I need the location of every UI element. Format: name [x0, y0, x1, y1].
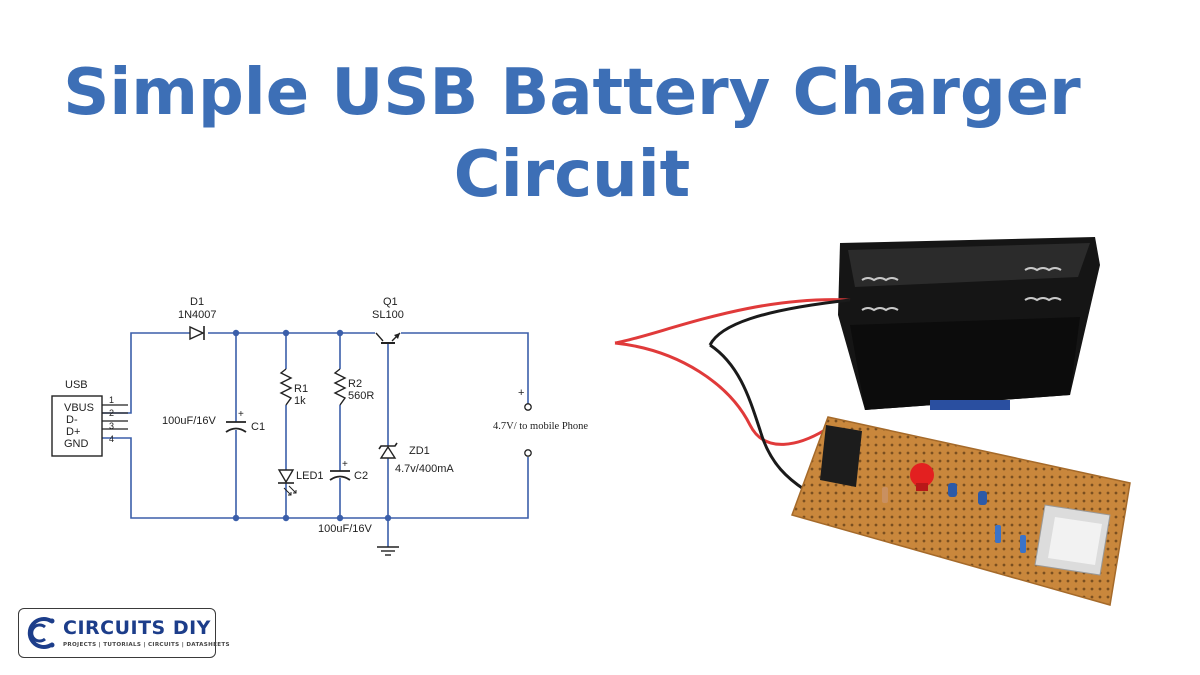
- hardware-photo: [614, 237, 1131, 606]
- red-led: [910, 463, 934, 487]
- capacitor-c1: + C1 100uF/16V: [162, 409, 265, 433]
- junction-dot: [232, 514, 240, 522]
- r2-value: 560R: [348, 390, 374, 402]
- output-terminals: + 4.7V/ to mobile Phone: [493, 387, 588, 457]
- output-terminal-positive: [524, 403, 532, 411]
- ground-symbol: [377, 546, 399, 556]
- junction-dot: [336, 329, 344, 337]
- led1-ref: LED1: [296, 470, 324, 482]
- usb-pin-number-3: 3: [109, 421, 114, 431]
- wire-gnd-rail: [102, 437, 529, 519]
- c1-value: 100uF/16V: [162, 415, 216, 427]
- junction-dot: [384, 514, 392, 522]
- led-led1: LED1: [277, 469, 324, 496]
- usb-pin-dplus: D+: [66, 426, 80, 438]
- transistor-heatsink: [820, 425, 862, 487]
- title-line-2: Circuit: [453, 138, 691, 212]
- diode-d1: D1 1N4007: [178, 296, 217, 341]
- q1-ref: Q1: [383, 296, 398, 308]
- red-wire: [614, 298, 851, 345]
- page-title: Simple USB Battery Charger Circuit: [0, 52, 1144, 216]
- circuit-schematic: USB VBUS D- D+ GND 1 2 3 4 D1 1N4007 + C…: [51, 296, 588, 556]
- circuits-diy-logo: CIRCUITS DIY PROJECTS | TUTORIALS | CIRC…: [18, 608, 229, 658]
- d1-ref: D1: [190, 296, 204, 308]
- usb-connector: USB VBUS D- D+ GND 1 2 3 4: [51, 379, 128, 457]
- zd1-ref: ZD1: [409, 445, 430, 457]
- wires: [102, 332, 529, 547]
- battery-holder: [838, 237, 1100, 410]
- junctions: [232, 329, 392, 522]
- resistor-r2: R2 560R: [333, 368, 374, 406]
- junction-dot: [282, 329, 290, 337]
- board-components: [820, 425, 1111, 576]
- zener-zd1: ZD1 4.7v/400mA: [378, 442, 454, 475]
- usb-pin-number-2: 2: [109, 408, 114, 418]
- c2-ref: C2: [354, 470, 368, 482]
- usb-pin-gnd: GND: [64, 438, 89, 450]
- usb-label: USB: [65, 379, 88, 391]
- junction-dot: [336, 514, 344, 522]
- logo-mark-icon: [27, 617, 55, 649]
- wire-output-positive: [401, 332, 529, 404]
- usb-pin-number-4: 4: [109, 434, 114, 444]
- junction-dot: [232, 329, 240, 337]
- c1-ref: C1: [251, 421, 265, 433]
- capacitor-c2: + C2 100uF/16V: [318, 459, 372, 535]
- usb-body: [51, 395, 103, 457]
- title-line-1: Simple USB Battery Charger: [63, 56, 1081, 130]
- transistor-q1: Q1 SL100: [372, 296, 404, 344]
- r1-ref: R1: [294, 383, 308, 395]
- resistor-r1: R1 1k: [279, 368, 308, 407]
- output-label: 4.7V/ to mobile Phone: [493, 421, 588, 432]
- c2-value: 100uF/16V: [318, 523, 372, 535]
- zd1-value: 4.7v/400mA: [395, 463, 454, 475]
- wire-vbus: [102, 332, 190, 414]
- usb-pin-number-1: 1: [109, 395, 114, 405]
- output-plus-sign: +: [518, 387, 524, 399]
- logo-tagline: PROJECTS | TUTORIALS | CIRCUITS | DATASH…: [63, 642, 230, 648]
- q1-value: SL100: [372, 309, 404, 321]
- usb-pin-vbus: VBUS: [64, 402, 94, 414]
- c2-polarity: +: [342, 459, 348, 470]
- r1-value: 1k: [294, 395, 306, 407]
- usb-pin-dminus: D-: [66, 414, 78, 426]
- r2-ref: R2: [348, 378, 362, 390]
- d1-value: 1N4007: [178, 309, 217, 321]
- black-wire: [708, 298, 851, 346]
- junction-dot: [282, 514, 290, 522]
- output-terminal-negative: [524, 449, 532, 457]
- c1-polarity: +: [238, 409, 244, 420]
- logo-name: CIRCUITS DIY: [63, 617, 211, 639]
